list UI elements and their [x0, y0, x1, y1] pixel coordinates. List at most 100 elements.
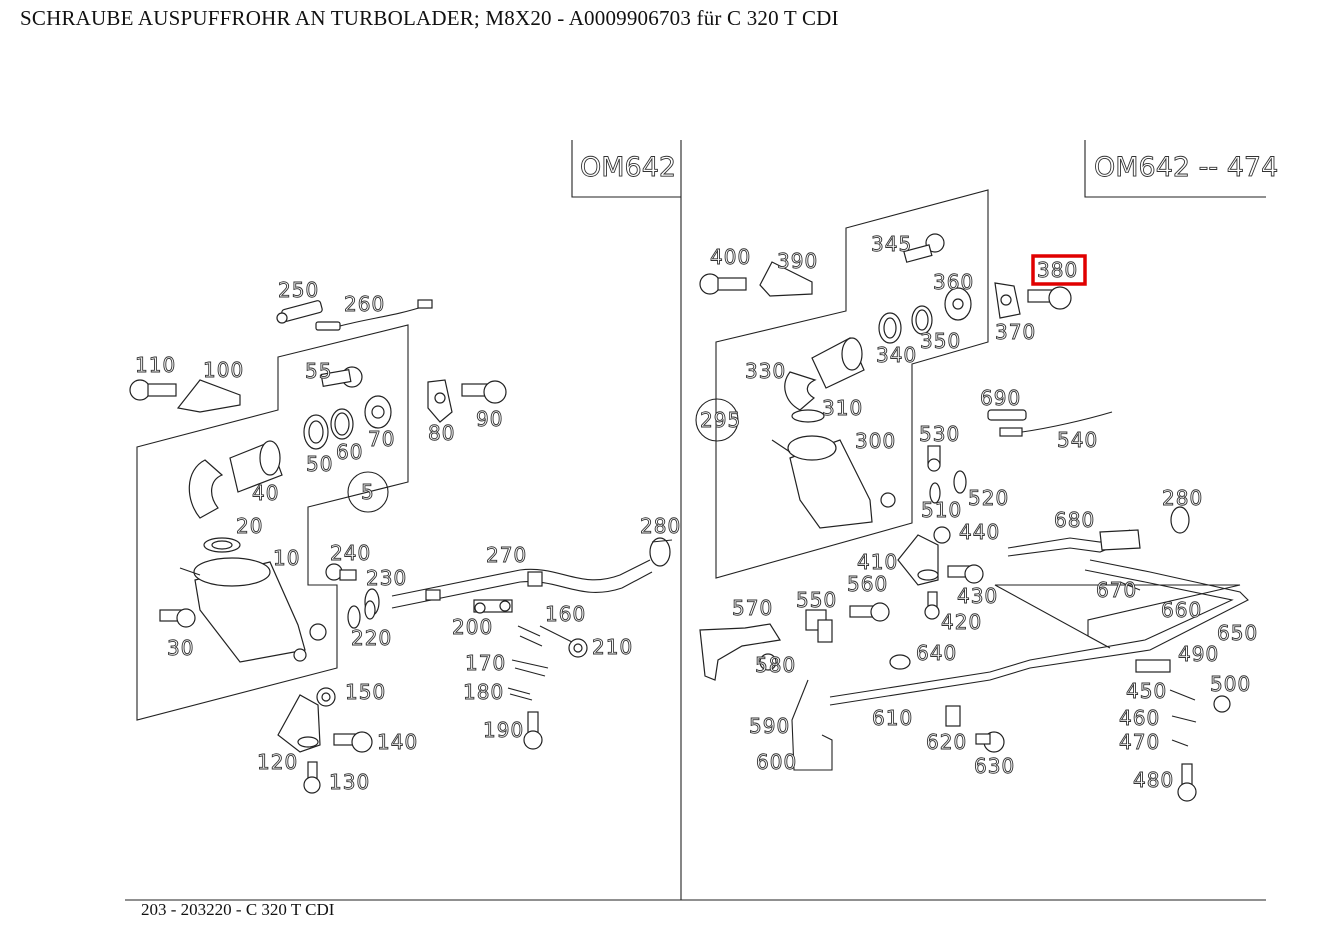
bolt-130-drawing: [303, 761, 321, 794]
callout-570: 570: [732, 596, 773, 620]
nut-210-drawing: [568, 638, 588, 658]
bracket-100-drawing: [176, 379, 241, 413]
callout-295: 295: [700, 408, 741, 432]
clamp-640-drawing: [889, 654, 911, 670]
callout-230: 230: [366, 566, 407, 590]
pipe-40-drawing: [188, 440, 283, 519]
callout-70: 70: [368, 427, 395, 451]
left-parts: [129, 299, 673, 794]
hanger-670-drawing: [1119, 581, 1141, 591]
callout-480: 480: [1133, 768, 1174, 792]
callout-170: 170: [465, 651, 506, 675]
callout-660: 660: [1161, 598, 1202, 622]
bolt-530-drawing: [927, 445, 941, 472]
bracket-410-drawing: [897, 534, 939, 586]
ring-340-drawing: [878, 312, 902, 344]
engine-code-right: OM642 -- 474: [1094, 152, 1278, 183]
left-assembly-outlines: [136, 324, 409, 721]
sensor-250-drawing: [276, 300, 323, 324]
gasket-370-drawing: [994, 282, 1021, 319]
callout-390: 390: [777, 249, 818, 273]
bracket-570-drawing: [699, 623, 781, 681]
clip-180-drawing: [507, 687, 533, 701]
right-parts: [695, 233, 1249, 802]
clip-170-drawing: [511, 659, 549, 677]
callout-270: 270: [486, 543, 527, 567]
clamp-280-right-drawing: [1170, 506, 1190, 534]
ring-60-drawing: [330, 408, 354, 440]
callout-420: 420: [941, 610, 982, 634]
callout-120: 120: [257, 750, 298, 774]
page-title: SCHRAUBE AUSPUFFROHR AN TURBOLADER; M8X2…: [20, 6, 839, 30]
callout-80: 80: [428, 421, 455, 445]
callout-250: 250: [278, 278, 319, 302]
callout-100: 100: [203, 358, 244, 382]
callout-580: 580: [755, 653, 796, 677]
nut-500-drawing: [1213, 695, 1231, 713]
clips-450-470-drawing: [1169, 689, 1197, 747]
clamp-520-drawing: [953, 470, 967, 494]
callout-680: 680: [1054, 508, 1095, 532]
bolt-190-drawing: [523, 711, 543, 750]
callout-280-left: 280: [640, 514, 681, 538]
callout-60: 60: [336, 440, 363, 464]
ring-220-drawing: [347, 600, 376, 629]
engine-code-left: OM642: [580, 152, 676, 183]
callout-90: 90: [476, 407, 503, 431]
callout-160: 160: [545, 602, 586, 626]
bolt-400-drawing: [699, 273, 747, 295]
callout-490: 490: [1178, 642, 1219, 666]
callout-210: 210: [592, 635, 633, 659]
callout-500: 500: [1210, 672, 1251, 696]
callout-300: 300: [855, 429, 896, 453]
callout-150: 150: [345, 680, 386, 704]
bolt-430-drawing: [947, 564, 984, 584]
callout-5: 5: [361, 480, 375, 504]
bracket-390-drawing: [759, 261, 813, 297]
panel-frames: [125, 140, 1266, 901]
left-engine-code-label: OM642: [580, 152, 677, 184]
callout-470: 470: [1119, 730, 1160, 754]
callout-260: 260: [344, 292, 385, 316]
callout-410: 410: [857, 550, 898, 574]
ring-350-drawing: [911, 305, 933, 335]
right-assembly-outlines: [715, 189, 1241, 649]
callout-530: 530: [919, 422, 960, 446]
callout-345: 345: [871, 232, 912, 256]
callout-400: 400: [710, 245, 751, 269]
ring-50-drawing: [303, 414, 329, 450]
bolt-110-drawing: [129, 379, 177, 401]
pipe-270-drawing: [391, 559, 653, 609]
callout-550: 550: [796, 588, 837, 612]
sensor-540-drawing: [999, 411, 1113, 437]
bracket-200-drawing: [473, 599, 513, 614]
callout-280-right: 280: [1162, 486, 1203, 510]
callout-590: 590: [749, 714, 790, 738]
callout-30: 30: [167, 636, 194, 660]
pipe-650-drawing: [829, 559, 1249, 706]
clamp-510-drawing: [929, 482, 941, 504]
line-590-600-drawing: [791, 679, 833, 771]
gasket-80-drawing: [427, 379, 453, 423]
bolt-380-drawing: [1027, 286, 1072, 310]
callout-430: 430: [957, 584, 998, 608]
right-callout-labels: 400 390 345 360 380 370 340 350 330 310 …: [700, 232, 1258, 793]
bolt-140-drawing: [333, 731, 373, 753]
pipe-680-drawing: [1007, 529, 1141, 557]
bracket-620-drawing: [945, 705, 961, 727]
bolt-560-drawing: [849, 602, 890, 622]
callout-circle-295-drawing: [695, 398, 739, 442]
callout-630: 630: [974, 754, 1015, 778]
callout-510: 510: [921, 498, 962, 522]
callout-380: 380: [1037, 258, 1078, 282]
flange-360-drawing: [944, 287, 972, 321]
sensor-550-drawing: [805, 609, 833, 643]
callout-450: 450: [1126, 679, 1167, 703]
callout-10: 10: [273, 546, 300, 570]
callout-370: 370: [995, 320, 1036, 344]
callout-180: 180: [463, 680, 504, 704]
callout-520: 520: [968, 486, 1009, 510]
gasket-310-drawing: [791, 409, 825, 423]
gasket-20-drawing: [203, 537, 241, 553]
